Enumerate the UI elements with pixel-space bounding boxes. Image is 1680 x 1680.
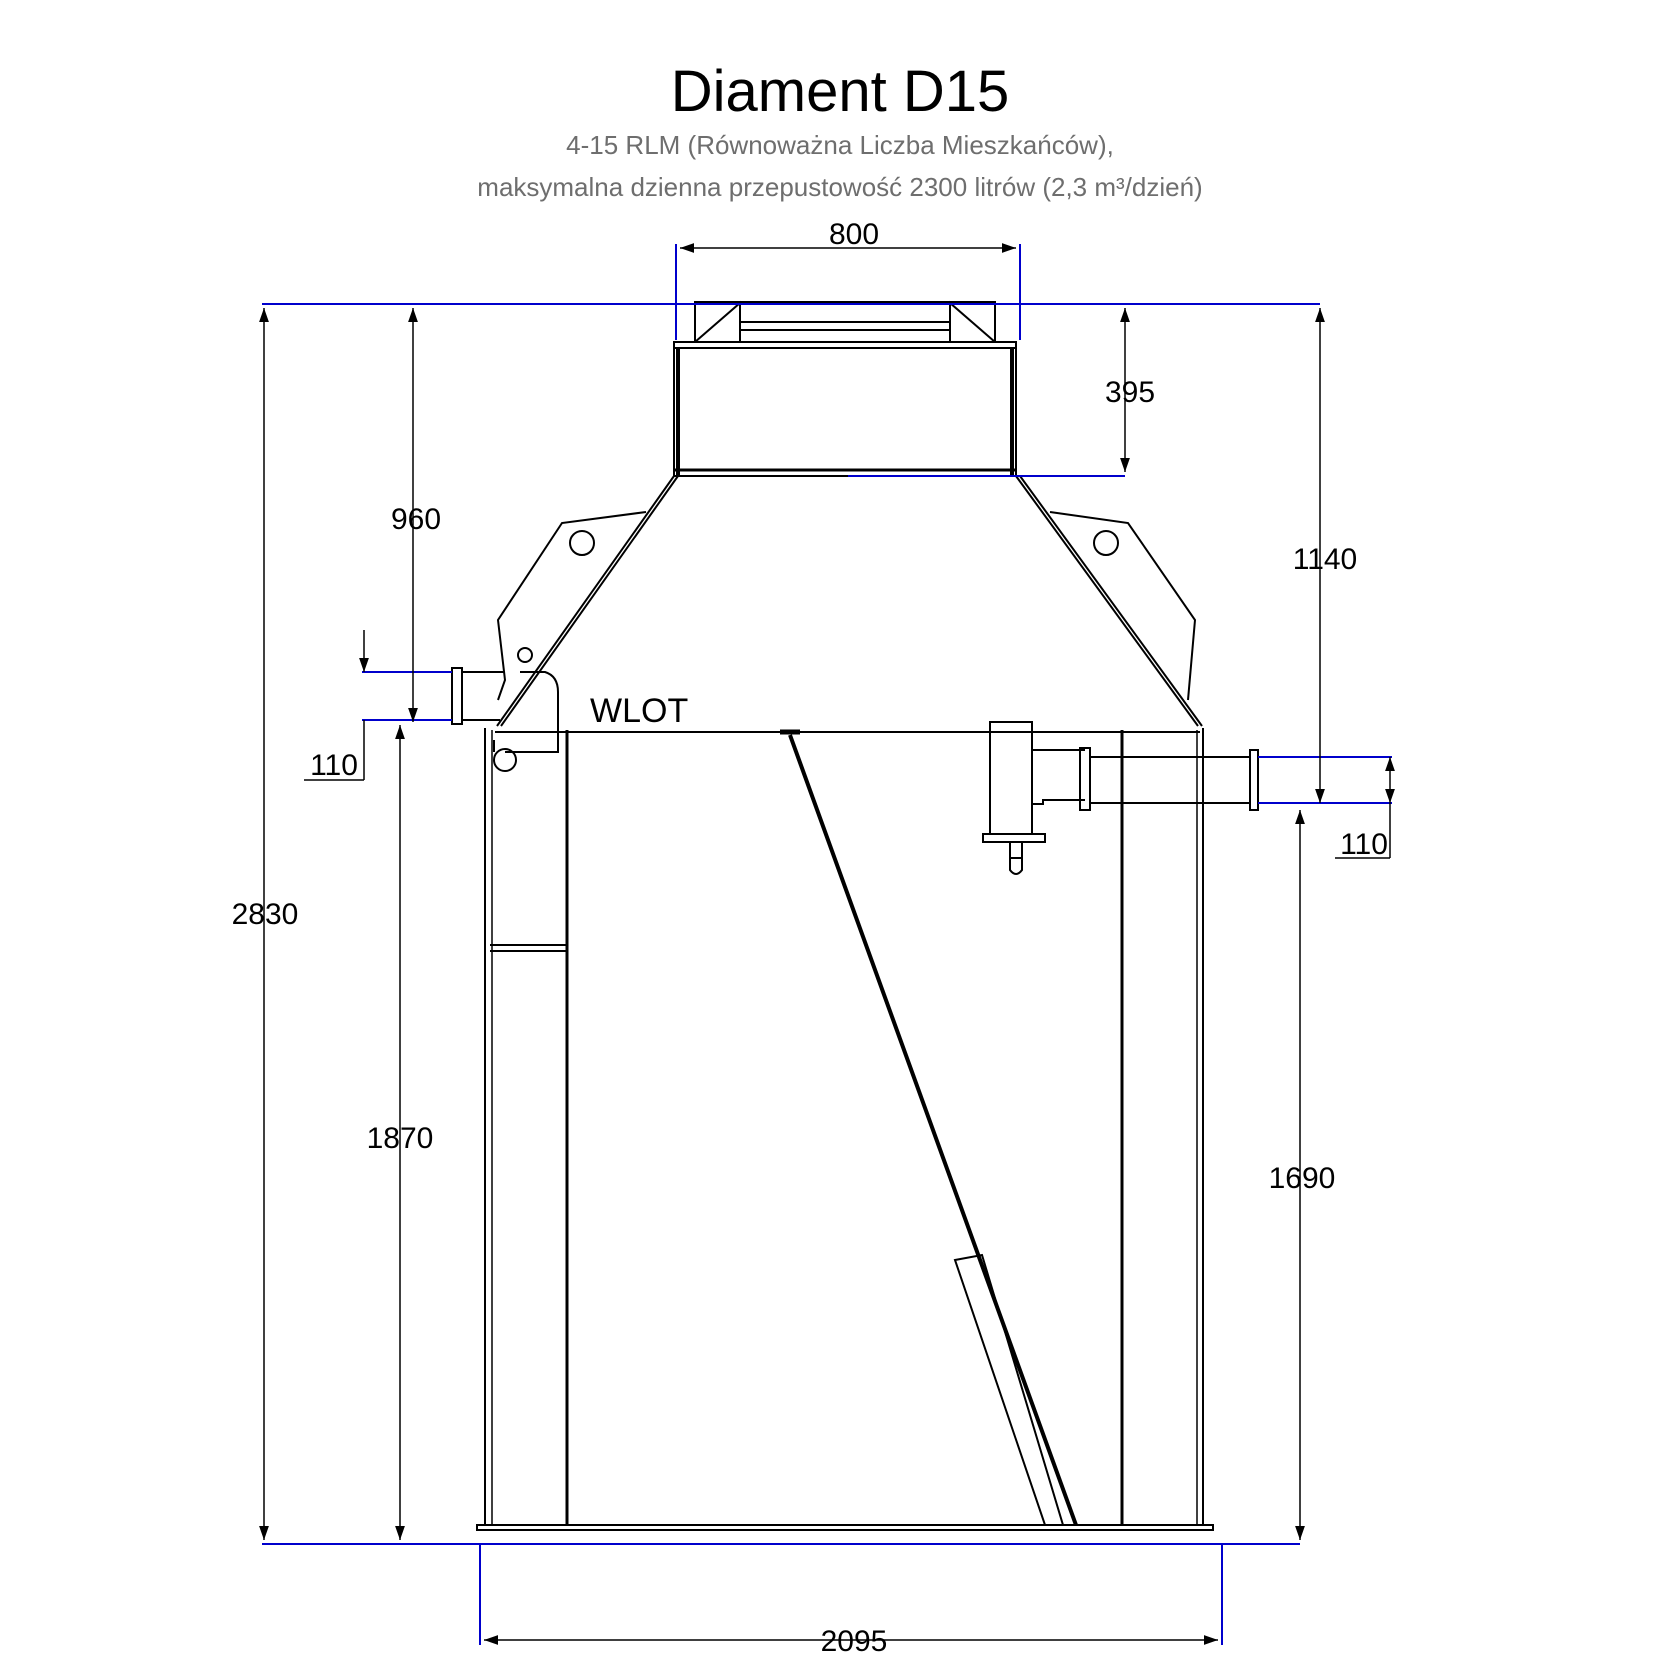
dim-inlet-pipe-height: 1870 <box>367 1122 434 1155</box>
diagonal-baffle <box>780 729 1078 1526</box>
dim-hatch-width: 800 <box>829 218 879 251</box>
tank-body <box>476 728 1214 1531</box>
dimension-lines <box>259 243 1395 1645</box>
dim-hatch-height: 395 <box>1105 376 1155 409</box>
extension-lines <box>262 244 1392 1645</box>
access-hatch <box>673 300 1017 477</box>
lifting-lug-right <box>1049 511 1197 701</box>
dim-inlet-pipe-diameter: 110 <box>310 749 358 782</box>
diagram-title: Diament D15 <box>670 59 1010 124</box>
diagram-subtitle-line2: maksymalna dzienna przepustowość 2300 li… <box>477 172 1203 202</box>
diagram-subtitle-line1: 4-15 RLM (Równoważna Liczba Mieszkańców)… <box>566 130 1114 160</box>
dim-total-height: 2830 <box>232 898 299 931</box>
tank-cone <box>496 475 1203 727</box>
lifting-lug-left <box>496 511 647 701</box>
dim-outlet-pipe-height: 1690 <box>1269 1162 1336 1195</box>
dim-inlet-top-to-pipe: 960 <box>391 503 441 536</box>
dim-outlet-top-to-pipe: 1140 <box>1293 543 1358 576</box>
dim-outlet-pipe-diameter: 110 <box>1340 828 1388 861</box>
dim-base-width: 2095 <box>821 1625 888 1658</box>
inlet-label: WLOT <box>590 692 688 730</box>
